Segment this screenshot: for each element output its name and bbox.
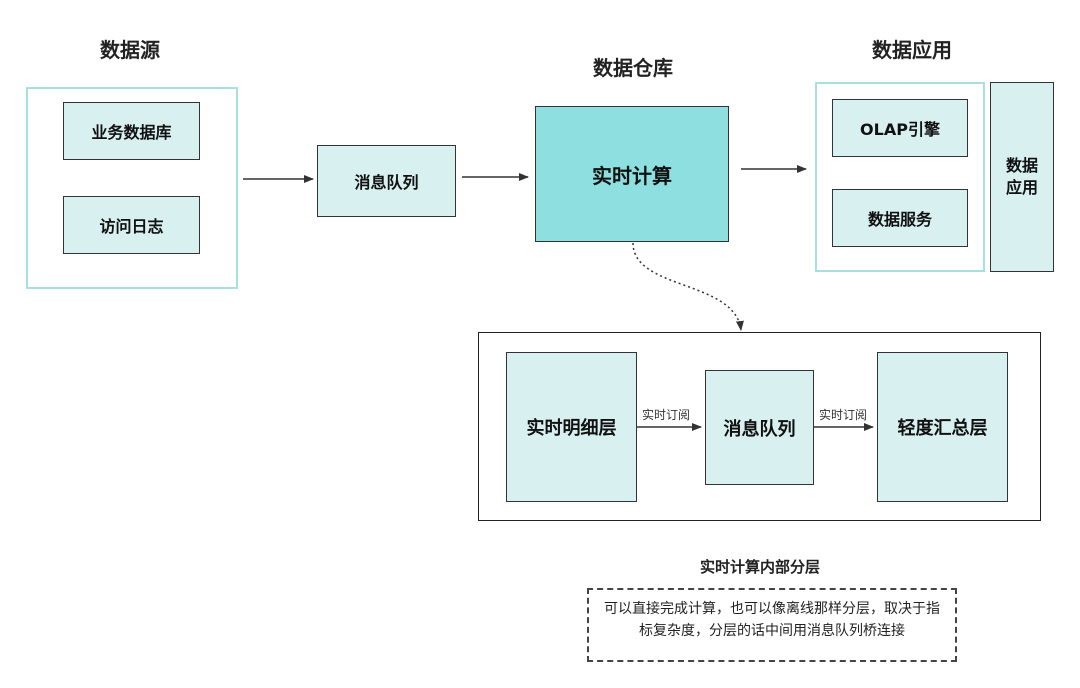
realtime-detail-layer-node[interactable]: 实时明细层 [506, 352, 637, 502]
source-section-title: 数据源 [100, 38, 160, 62]
realtime-compute-node[interactable]: 实时计算 [535, 106, 729, 242]
inner-message-queue-node[interactable]: 消息队列 [705, 370, 814, 485]
warehouse-section-title: 数据仓库 [593, 56, 673, 80]
message-queue-node[interactable]: 消息队列 [317, 145, 456, 217]
business-db-node[interactable]: 业务数据库 [63, 102, 200, 160]
edge-label-realtime-subscribe-1: 实时订阅 [642, 406, 691, 423]
access-log-node[interactable]: 访问日志 [63, 196, 200, 254]
edge-label-realtime-subscribe-2: 实时订阅 [819, 406, 868, 423]
dotted-arrow-compute-to-layers [632, 242, 744, 331]
application-section-title: 数据应用 [872, 38, 952, 62]
light-summary-layer-node[interactable]: 轻度汇总层 [877, 352, 1008, 502]
data-application-node[interactable]: 数据 应用 [990, 82, 1054, 272]
olap-engine-node[interactable]: OLAP引擎 [832, 99, 968, 157]
layering-caption-title: 实时计算内部分层 [699, 558, 820, 576]
layering-note: 可以直接完成计算，也可以像离线那样分层，取决于指标复杂度，分层的话中间用消息队列… [587, 588, 957, 662]
data-service-node[interactable]: 数据服务 [832, 189, 968, 247]
